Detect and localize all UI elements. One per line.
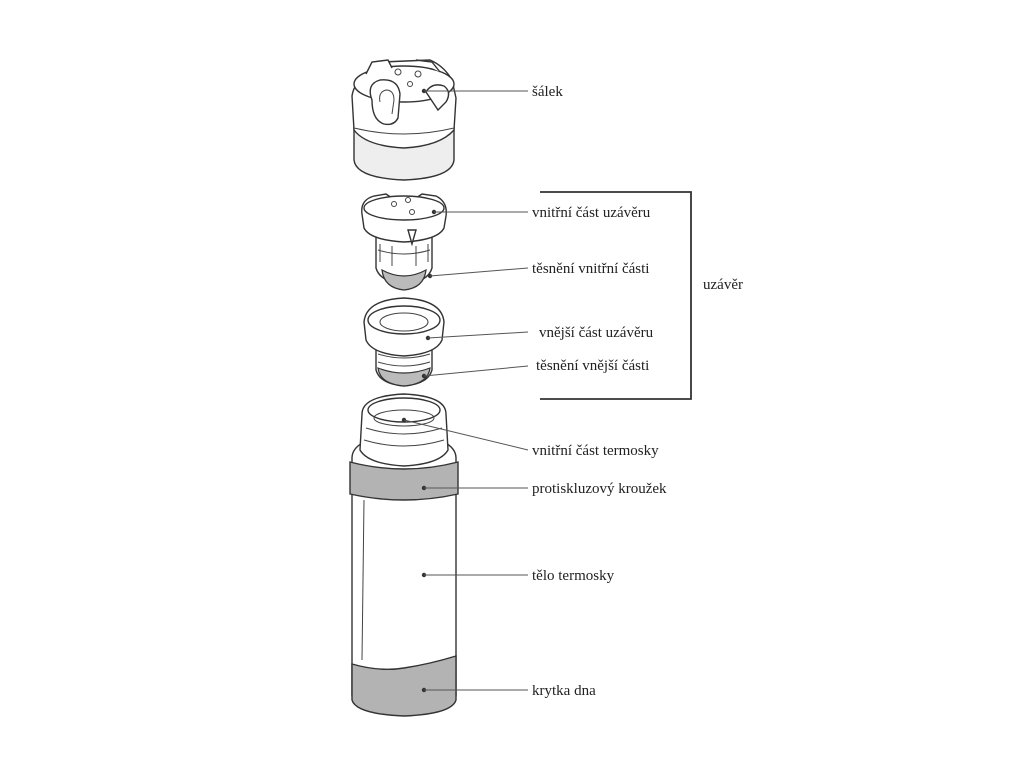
flask-part bbox=[349, 393, 459, 717]
outer-cap-part bbox=[363, 297, 445, 387]
closure-group-bracket bbox=[540, 191, 692, 400]
label-outer-cap: vnější část uzávěru bbox=[539, 325, 654, 341]
label-flask-body: tělo termosky bbox=[532, 568, 615, 584]
label-base-cover: krytka dna bbox=[532, 683, 596, 699]
label-closure-group: uzávěr bbox=[703, 277, 743, 293]
cup-part bbox=[351, 59, 457, 181]
label-inner-seal: těsnění vnitřní části bbox=[532, 261, 649, 277]
label-cup: šálek bbox=[532, 84, 563, 100]
label-grip-ring: protiskluzový kroužek bbox=[532, 481, 667, 497]
label-flask-inner: vnitřní část termosky bbox=[532, 443, 659, 459]
leader-lines bbox=[403, 90, 529, 691]
inner-cap-part bbox=[361, 193, 447, 291]
label-inner-cap: vnitřní část uzávěru bbox=[532, 205, 651, 221]
label-outer-seal: těsnění vnější části bbox=[536, 358, 649, 374]
